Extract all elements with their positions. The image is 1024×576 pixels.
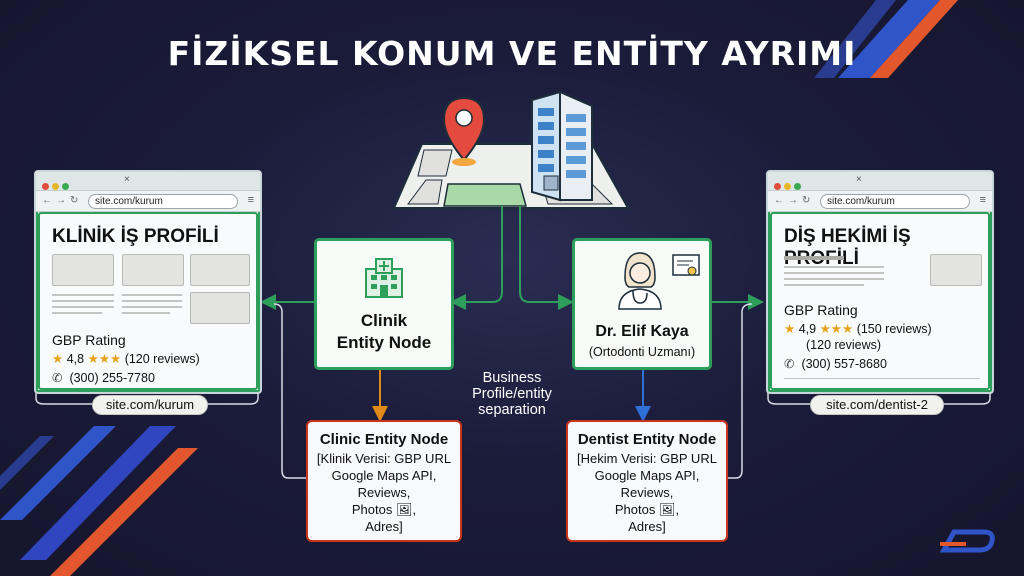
image-placeholder xyxy=(190,292,250,324)
building-icon xyxy=(531,90,593,202)
clinic-node-label-1: Clinik xyxy=(360,311,408,330)
rating-value: 4,8 xyxy=(66,352,85,366)
gbp-label: GBP Rating xyxy=(52,332,126,348)
star-icon: ★ xyxy=(52,352,64,366)
left-url-pill[interactable]: site.com/kurum xyxy=(92,395,208,415)
phone-row: ✆ (300) 557-8680 xyxy=(784,356,887,371)
clinic-entity-title: Clinic Entity Node xyxy=(319,431,449,448)
menu-icon[interactable]: ≡ xyxy=(979,194,986,206)
nav-arrows-icon[interactable]: ←→↻ xyxy=(42,195,83,206)
phone-number[interactable]: (300) 557-8680 xyxy=(801,357,887,371)
dentist-entity-title: Dentist Entity Node xyxy=(577,431,717,448)
dentist-entity-node[interactable]: Dr. Elif Kaya (Ortodonti Uzmanı) xyxy=(572,238,712,370)
clinic-node-label-2: Entity Node xyxy=(336,333,432,352)
photo-icon: 🖼 xyxy=(395,502,413,517)
dentist-entity-data-box[interactable]: Dentist Entity Node [Hekim Verisi: GBP U… xyxy=(566,420,728,542)
image-placeholder xyxy=(930,254,982,286)
url-bar[interactable]: site.com/kurum xyxy=(88,194,238,209)
reviews-count-secondary: (120 reviews) xyxy=(806,338,882,352)
hospital-icon xyxy=(365,258,403,298)
doctor-avatar-icon xyxy=(618,252,662,310)
rating-value: 4,9 xyxy=(798,322,817,336)
phone-icon: ✆ xyxy=(52,371,63,385)
photo-icon: 🖼 xyxy=(658,502,676,517)
image-placeholder xyxy=(122,254,184,286)
star-icon: ★★★ xyxy=(87,352,122,366)
close-tab-icon[interactable]: × xyxy=(124,174,130,185)
right-url-pill[interactable]: site.com/dentist-2 xyxy=(810,395,944,415)
image-placeholder xyxy=(52,254,114,286)
url-bar[interactable]: site.com/kurum xyxy=(820,194,970,209)
certificate-icon xyxy=(672,254,700,276)
clinic-entity-data-box[interactable]: Clinic Entity Node [Klinik Verisi: GBP U… xyxy=(306,420,462,542)
map-building-illustration xyxy=(392,90,630,209)
menu-icon[interactable]: ≡ xyxy=(247,194,254,206)
star-icon: ★ xyxy=(784,322,796,336)
gbp-label: GBP Rating xyxy=(784,302,858,318)
star-icon: ★★★ xyxy=(819,322,854,336)
reviews-count: (120 reviews) xyxy=(124,352,200,366)
window-controls xyxy=(774,177,804,195)
phone-number[interactable]: (300) 255-7780 xyxy=(69,371,155,385)
phone-row: ✆ (300) 255-7780 xyxy=(52,370,155,385)
left-browser-window: × ←→↻ site.com/kurum ≡ KLİNİK İŞ PROFİLİ… xyxy=(34,170,262,394)
brand-logo-icon xyxy=(939,529,995,553)
profile-title: KLİNİK İŞ PROFİLİ xyxy=(52,226,219,247)
rating-row: ★ 4,8 ★★★ (120 reviews) xyxy=(52,351,200,366)
nav-arrows-icon[interactable]: ←→↻ xyxy=(774,195,815,206)
dentist-node-name: Dr. Elif Kaya xyxy=(595,323,689,340)
right-browser-window: × ←→↻ site.com/kurum ≡ DİŞ HEKİMİ İŞ PRO… xyxy=(766,170,994,394)
page-title: FİZİKSEL KONUM VE ENTİTY AYRIMI xyxy=(167,34,857,73)
reviews-count: (150 reviews) xyxy=(856,322,932,336)
window-controls xyxy=(42,177,72,195)
close-tab-icon[interactable]: × xyxy=(856,174,862,185)
image-placeholder xyxy=(190,254,250,286)
phone-icon: ✆ xyxy=(784,357,795,371)
rating-row: ★ 4,9 ★★★ (150 reviews) xyxy=(784,321,932,336)
location-pin-icon xyxy=(442,96,486,166)
separation-caption: Business Profile/entity separation xyxy=(472,370,552,418)
dentist-node-role: (Ortodonti Uzmanı) xyxy=(588,345,696,359)
clinic-entity-node[interactable]: Clinik Entity Node xyxy=(314,238,454,370)
